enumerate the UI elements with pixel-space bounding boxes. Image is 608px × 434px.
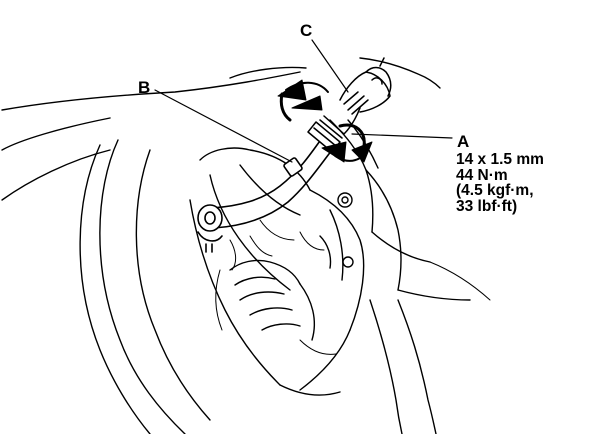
callout-label-c: C: [300, 21, 313, 40]
cv-boot: [229, 259, 316, 341]
callout-label-b: B: [138, 78, 151, 97]
detail-strokes: [215, 219, 491, 355]
leader-line-a: [351, 133, 453, 139]
leader-line-b: [154, 89, 293, 163]
spec-torque-nm: 44 N·m: [456, 166, 508, 184]
torque-spec: 14 x 1.5 mm 44 N·m (4.5 kgf·m, 33 lbf·ft…: [456, 152, 544, 214]
callout-label-a: A: [457, 132, 470, 151]
tie-rod-b: [197, 137, 333, 253]
leader-lines: [154, 39, 453, 163]
leader-line-c: [311, 39, 349, 93]
fender-outline: [1, 57, 441, 201]
tie-rod-end-c: [339, 57, 392, 115]
spec-torque-lbfft: 33 lbf·ft): [456, 197, 518, 215]
tire-outline: [79, 139, 211, 434]
spec-torque-kgfm: (4.5 kgf·m,: [456, 182, 534, 199]
spec-thread: 14 x 1.5 mm: [456, 151, 544, 168]
rotation-arrows: [277, 79, 373, 163]
knuckle-outline: [189, 147, 365, 396]
